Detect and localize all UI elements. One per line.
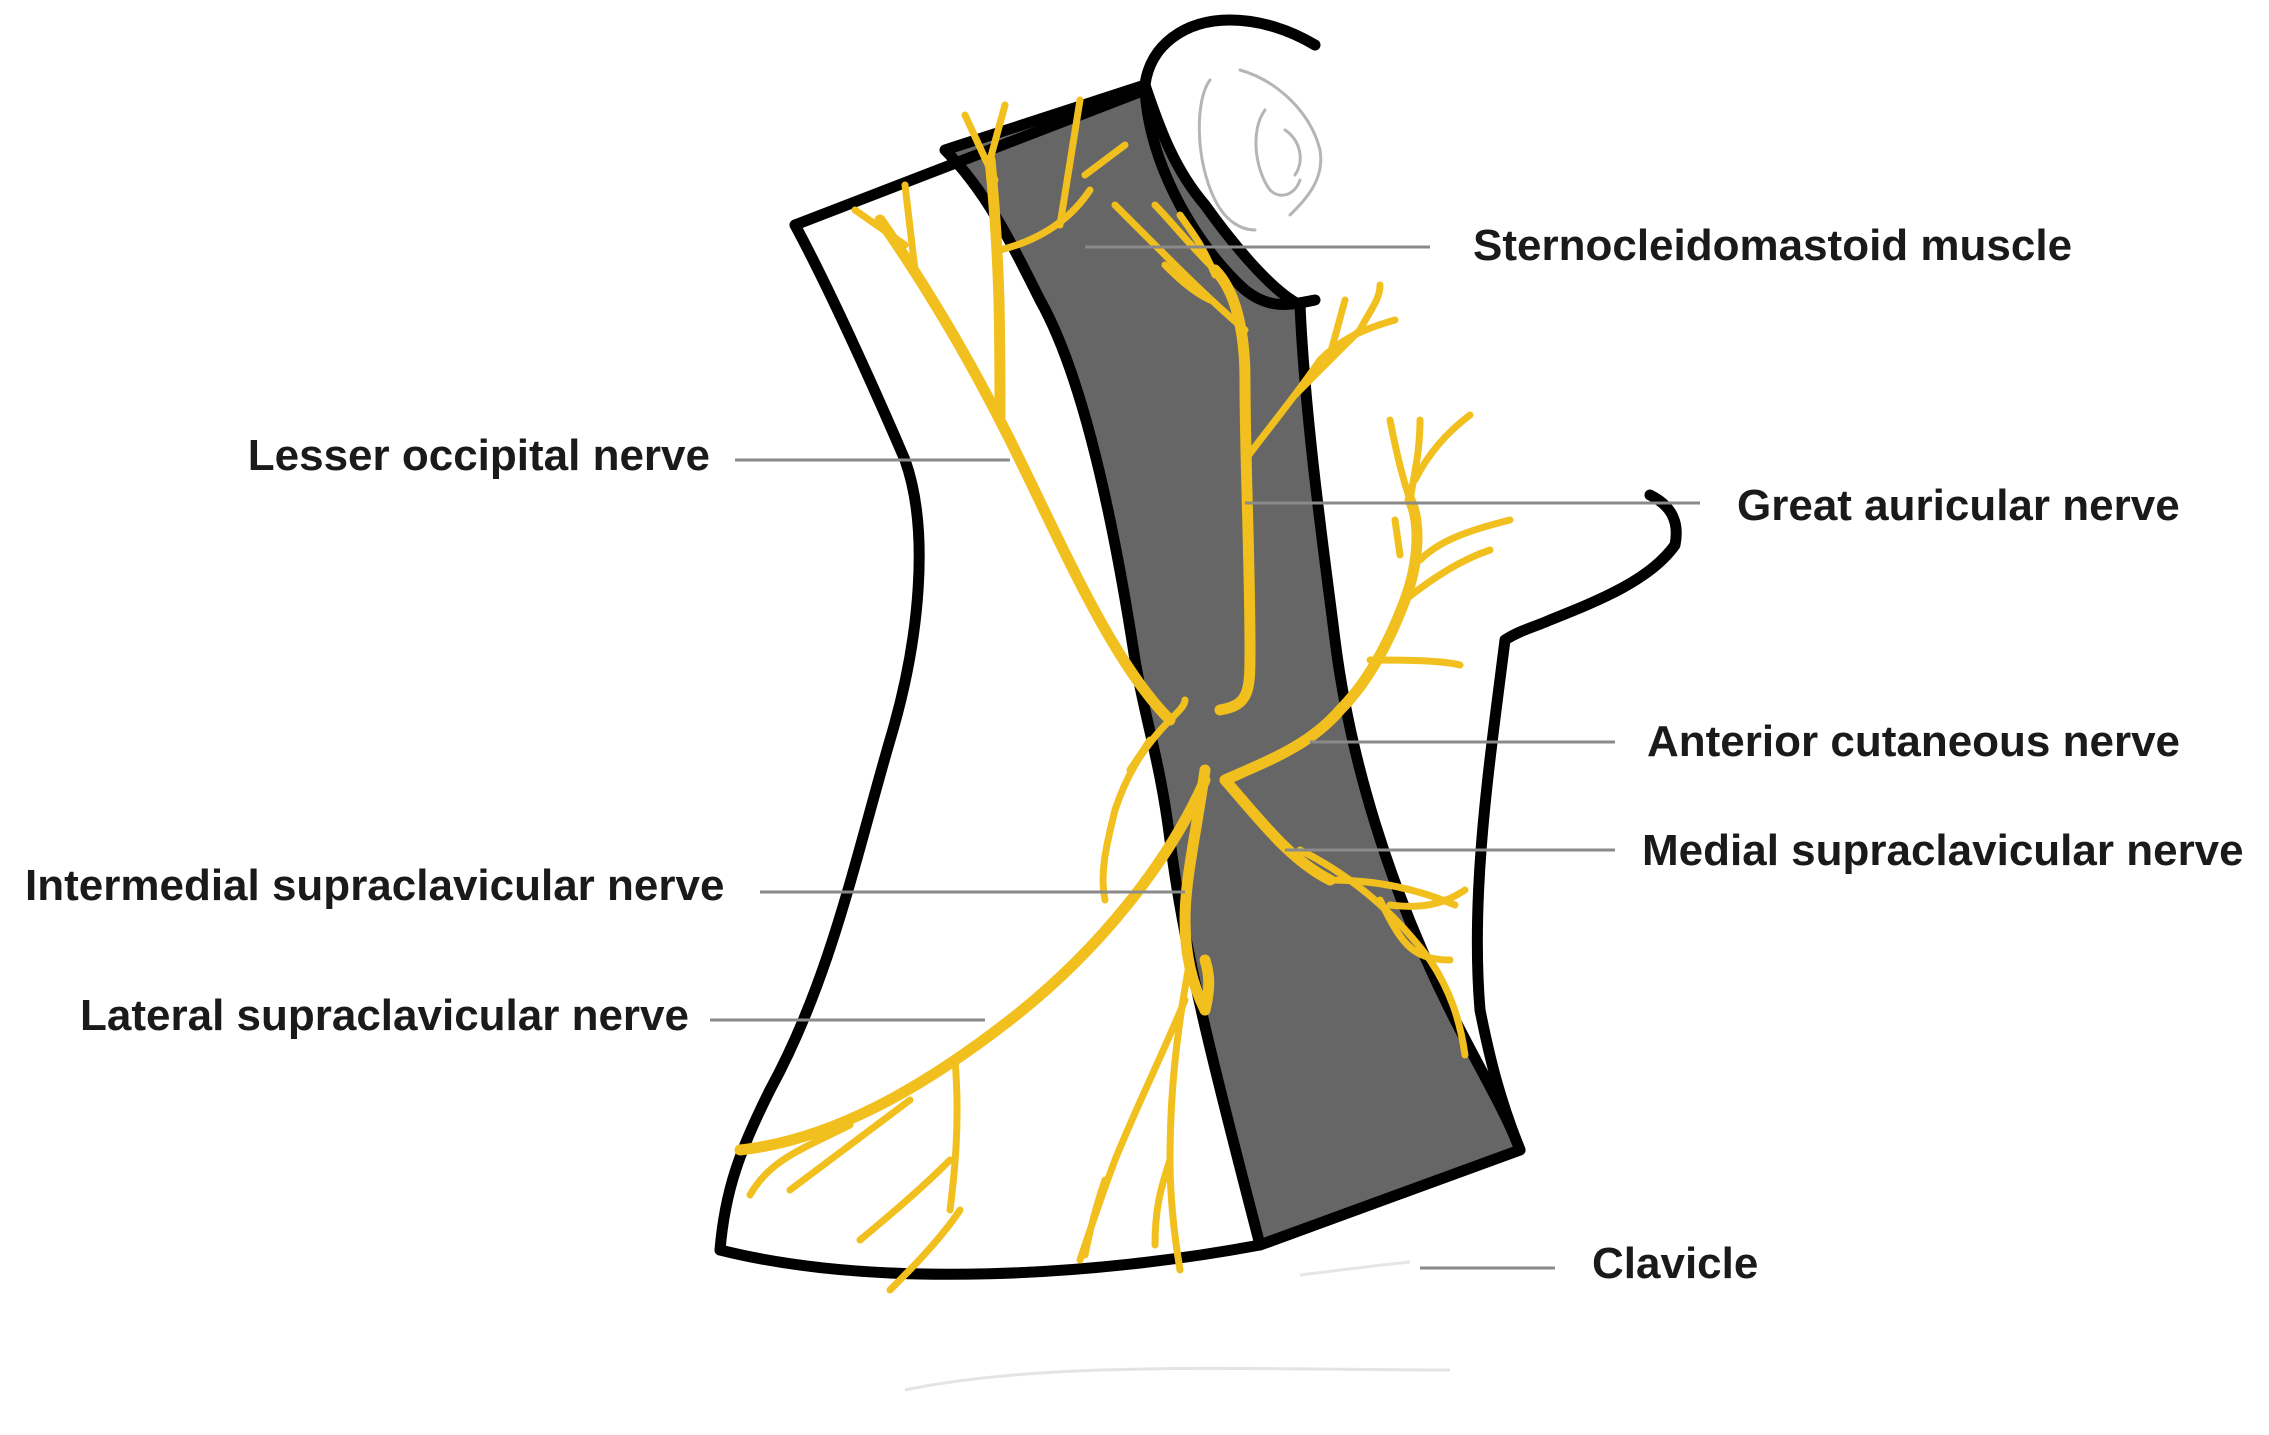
lesser-occipital-nerve xyxy=(851,96,1176,726)
anterior-cutaneous-nerve xyxy=(1219,411,1514,786)
neck-outline xyxy=(789,84,1151,231)
intermedial-supraclavicular-nerve xyxy=(1076,696,1215,1274)
label-anterior-cutaneous-nerve: Anterior cutaneous nerve xyxy=(1647,717,2181,766)
label-lateral-supraclavicular-nerve: Lateral supraclavicular nerve xyxy=(80,991,689,1040)
clavicle-faint-line xyxy=(1299,1260,1411,1277)
neck-outline-bottom xyxy=(714,1144,1526,1280)
ear-sketch xyxy=(1197,68,1323,232)
medial-supraclavicular-nerve xyxy=(1219,774,1469,1059)
lateral-supraclavicular-nerve xyxy=(734,774,1211,1294)
floor-shadow-line xyxy=(904,1366,1451,1392)
label-lesser-occipital-nerve: Lesser occipital nerve xyxy=(247,431,710,480)
neck-outline-front xyxy=(1471,489,1682,1156)
label-clavicle: Clavicle xyxy=(1592,1239,1759,1288)
label-great-auricular-nerve: Great auricular nerve xyxy=(1737,481,2180,530)
leader-lines xyxy=(710,245,1700,1270)
label-medial-supraclavicular-nerve: Medial supraclavicular nerve xyxy=(1642,826,2244,875)
neck-outline-back xyxy=(714,219,925,1256)
label-intermedial-supraclavicular-nerve: Intermedial supraclavicular nerve xyxy=(25,861,725,910)
label-sternocleidomastoid-muscle: Sternocleidomastoid muscle xyxy=(1473,221,2073,270)
head-outline xyxy=(1139,14,1321,310)
